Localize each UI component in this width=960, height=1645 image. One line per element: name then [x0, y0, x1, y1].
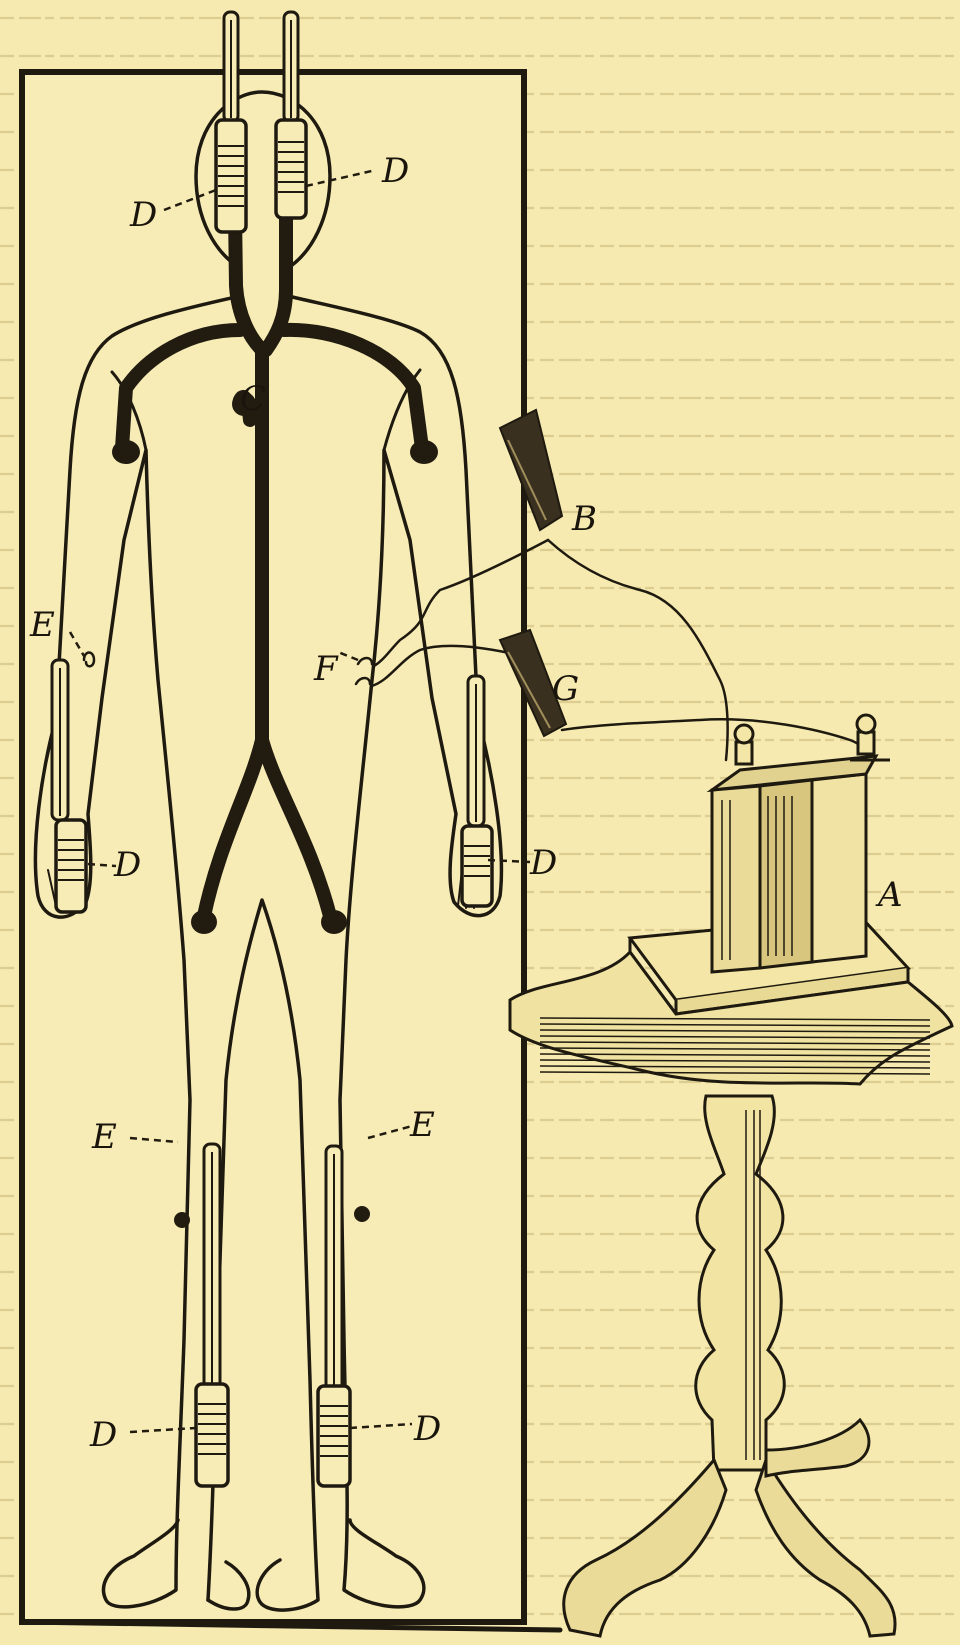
battery-apparatus [630, 715, 908, 1014]
label-d-left-leg: D [89, 1415, 117, 1455]
vessel-knot-right-shoulder [410, 440, 438, 464]
label-g: G [552, 669, 579, 709]
label-d-right-leg: D [413, 1409, 441, 1449]
label-d-head-left: D [129, 195, 157, 235]
label-d-left-arm: D [113, 845, 141, 885]
label-heart-c: C [240, 379, 266, 419]
label-e-left-leg: E [91, 1117, 117, 1157]
label-f: F [313, 649, 339, 689]
vessel-knot-left-shoulder [112, 440, 140, 464]
vessel-end-right-leg [354, 1206, 370, 1222]
label-e-left-arm: E [29, 605, 55, 645]
label-d-right-arm: D [529, 843, 557, 883]
thermometer-head-left [216, 12, 246, 232]
label-e-right-leg: E [409, 1105, 435, 1145]
board [22, 72, 524, 1622]
vessel-end-left-leg [174, 1212, 190, 1228]
label-a-battery: A [875, 875, 903, 915]
vessel-knot-right-hip [321, 910, 347, 934]
side-table [510, 952, 952, 1636]
vessel-knot-left-hip [191, 910, 217, 934]
label-d-head-right: D [381, 151, 409, 191]
label-b: B [571, 499, 597, 539]
